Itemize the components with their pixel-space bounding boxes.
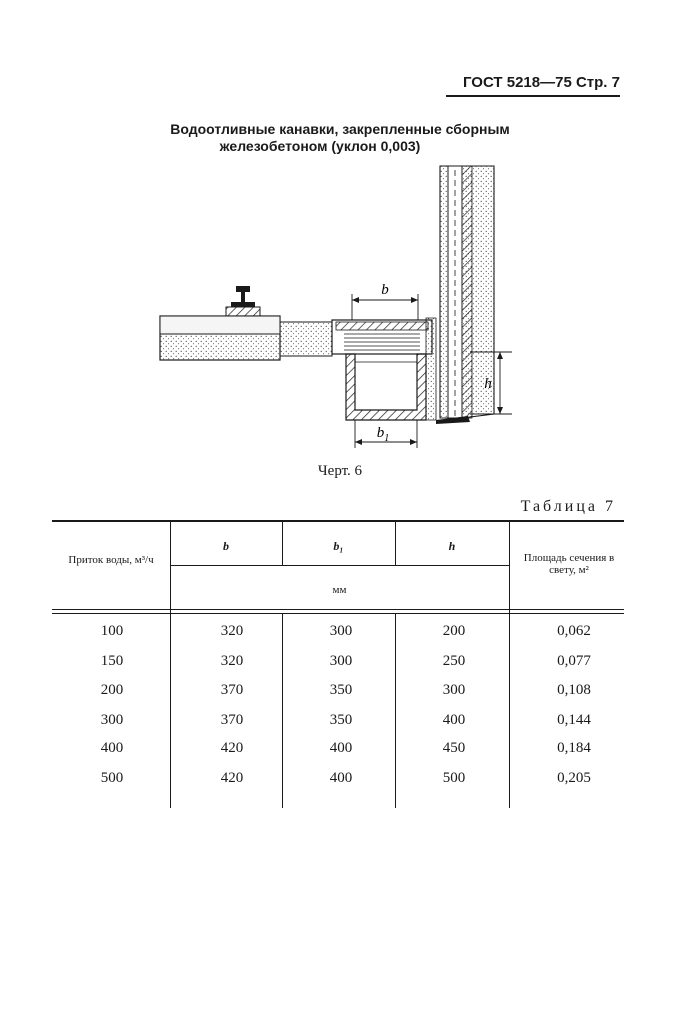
figure-caption: Водоотливные канавки, закрепленные сборн…	[140, 121, 540, 155]
column-divider	[282, 522, 283, 565]
cell-inflow: 150	[100, 653, 124, 669]
cell-h: 250	[442, 653, 466, 669]
header-inflow: Приток воды, м³/ч	[68, 554, 154, 566]
channel-cover	[331, 319, 433, 355]
column-divider	[395, 522, 396, 565]
cell-area: 0,144	[557, 712, 591, 728]
cell-area: 0,205	[557, 770, 591, 786]
label-b1-subscript: 1	[384, 433, 389, 444]
cell-inflow: 300	[100, 712, 124, 728]
svg-text:b1: b1	[377, 425, 390, 444]
dimension-b1: b1	[354, 420, 418, 448]
cell-b1: 300	[329, 653, 353, 669]
cell-area: 0,108	[557, 682, 591, 698]
dimension-b: b	[351, 282, 419, 320]
cell-inflow: 200	[100, 682, 124, 698]
cell-b1: 350	[329, 682, 353, 698]
cell-b: 420	[220, 770, 244, 786]
caption-line-1: Водоотливные канавки, закрепленные сборн…	[170, 121, 510, 137]
cell-inflow: 400	[100, 740, 124, 756]
cell-h: 500	[442, 770, 466, 786]
header-sub-rule	[170, 565, 509, 566]
cell-b1: 400	[329, 740, 353, 756]
floor-slab	[279, 321, 333, 357]
table-row: 200 370 350 300 0,108	[52, 682, 624, 702]
header-units: мм	[332, 584, 347, 596]
header-rule	[52, 613, 624, 614]
column-divider	[170, 522, 171, 808]
cell-h: 300	[442, 682, 466, 698]
column-divider	[509, 522, 510, 808]
cell-b: 320	[220, 653, 244, 669]
drainage-channel-drawing: b b1 h	[159, 165, 512, 448]
cell-b: 320	[220, 623, 244, 639]
dimension-h: h	[470, 351, 512, 415]
label-h: h	[484, 376, 492, 392]
label-b: b	[381, 282, 389, 298]
table-title: Таблица 7	[520, 498, 616, 515]
cell-area: 0,077	[557, 653, 591, 669]
cell-b: 370	[220, 682, 244, 698]
backfill	[425, 317, 437, 421]
cell-h: 450	[442, 740, 466, 756]
label-b1: b	[377, 425, 385, 441]
cell-b: 420	[220, 740, 244, 756]
cell-h: 400	[442, 712, 466, 728]
table-row: 500 420 400 500 0,205	[52, 770, 624, 790]
cell-b: 370	[220, 712, 244, 728]
page-header: ГОСТ 5218—75 Стр. 7	[446, 74, 620, 97]
header-h: h	[448, 539, 456, 553]
table-row: 150 320 300 250 0,077	[52, 653, 624, 673]
column-divider	[395, 614, 396, 808]
rail-icon	[225, 286, 261, 317]
cell-area: 0,062	[557, 623, 591, 639]
cell-b1: 300	[329, 623, 353, 639]
header-b1: b₁	[333, 539, 344, 553]
cell-inflow: 500	[100, 770, 124, 786]
cell-b1: 400	[329, 770, 353, 786]
column-divider	[282, 614, 283, 808]
header-b: b	[223, 539, 229, 553]
channel-body	[345, 353, 427, 421]
header-rule	[52, 609, 624, 610]
cell-b1: 350	[329, 712, 353, 728]
wall-lining	[436, 165, 495, 424]
table-row: 300 370 350 400 0,144	[52, 712, 624, 732]
cell-h: 200	[442, 623, 466, 639]
caption-line-2: железобетоном (уклон 0,003)	[219, 138, 421, 154]
cell-area: 0,184	[557, 740, 591, 756]
cell-inflow: 100	[100, 623, 124, 639]
header-area: Площадь сечения в свету, м²	[523, 552, 615, 576]
figure-label: Черт. 6	[317, 463, 363, 479]
table-top-rule	[52, 520, 624, 522]
table-row: 100 320 300 200 0,062	[52, 623, 624, 643]
table-row: 400 420 400 450 0,184	[52, 740, 624, 760]
